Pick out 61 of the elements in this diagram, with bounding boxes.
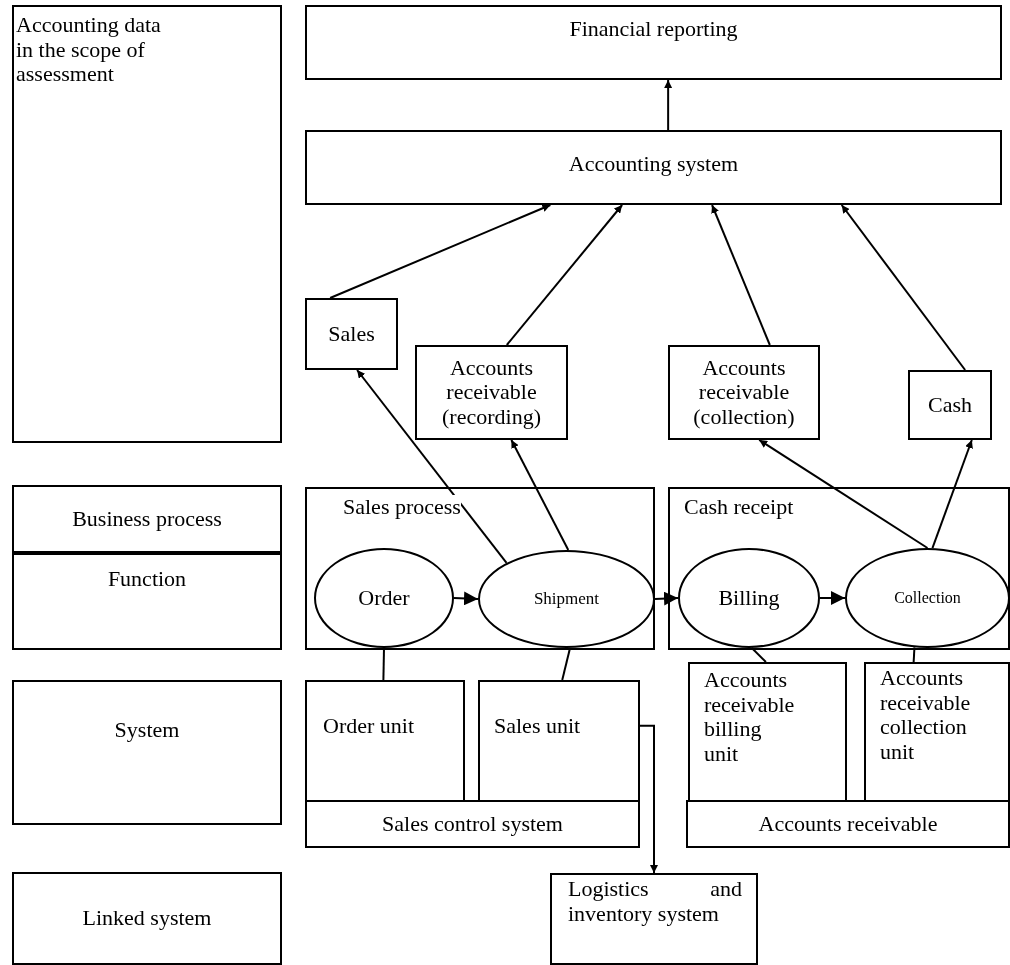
node-label: Accounts receivable (collection) [692, 355, 796, 430]
arrow [654, 591, 679, 606]
arrow [639, 724, 658, 874]
arrow [664, 79, 673, 131]
process-ellipse [314, 548, 454, 648]
process-ellipse [845, 548, 1010, 648]
arrow [329, 204, 552, 299]
node-label: System [114, 718, 180, 743]
process-group-box [668, 487, 1010, 650]
process-ellipse [478, 550, 655, 648]
node-label: Sales [328, 321, 375, 347]
data-box [415, 345, 568, 440]
process-group-box [305, 487, 655, 650]
node-label: Linked system [82, 906, 212, 931]
process-box [305, 130, 1002, 205]
category-label-box [12, 485, 282, 553]
node-label: Logistics and inventory system [568, 877, 742, 927]
data-box [305, 298, 398, 370]
process-ellipse [678, 548, 820, 648]
connector-line [382, 647, 385, 681]
node-label: Accounts receivable (recording) [441, 355, 542, 430]
node-label: Accounts receivable [758, 811, 938, 837]
node-label: Order [358, 585, 410, 611]
data-box [908, 370, 992, 440]
system-box [550, 873, 758, 965]
node-label: Billing [718, 585, 780, 611]
node-label: Function [107, 567, 187, 592]
arrow [453, 591, 479, 606]
arrow [758, 439, 929, 549]
arrow [840, 204, 967, 371]
system-unit-box [688, 662, 847, 802]
node-label: Shipment [533, 589, 600, 609]
node-label: Accounts receivable collection unit [880, 666, 972, 765]
system-box [305, 800, 640, 848]
arrow [931, 439, 973, 550]
node-label: Collection [894, 589, 961, 607]
node-label: Sales control system [382, 811, 563, 837]
category-label-box [12, 5, 282, 443]
node-label: Accounting system [568, 152, 739, 177]
node-label: Order unit [323, 714, 415, 739]
node-label: Accounting data in the scope of assessment [16, 13, 162, 87]
process-box [305, 5, 1002, 80]
system-unit-box [864, 662, 1010, 802]
category-label-box [12, 553, 282, 650]
node-label: Sales unit [494, 714, 581, 739]
category-label-box [12, 680, 282, 825]
system-unit-box [305, 680, 465, 802]
arrow [356, 369, 508, 564]
data-box [668, 345, 820, 440]
system-box [686, 800, 1010, 848]
node-label: Financial reporting [569, 17, 738, 42]
node-label: Accounts receivable billing unit [704, 668, 796, 767]
arrow [711, 204, 771, 346]
category-label-box [12, 872, 282, 965]
arrow [505, 204, 624, 346]
group-heading: Sales process [343, 495, 461, 520]
system-unit-box [478, 680, 640, 802]
arrow [510, 439, 570, 551]
arrow [819, 591, 846, 605]
node-label: Business process [72, 506, 222, 532]
node-label: Cash [928, 392, 972, 418]
